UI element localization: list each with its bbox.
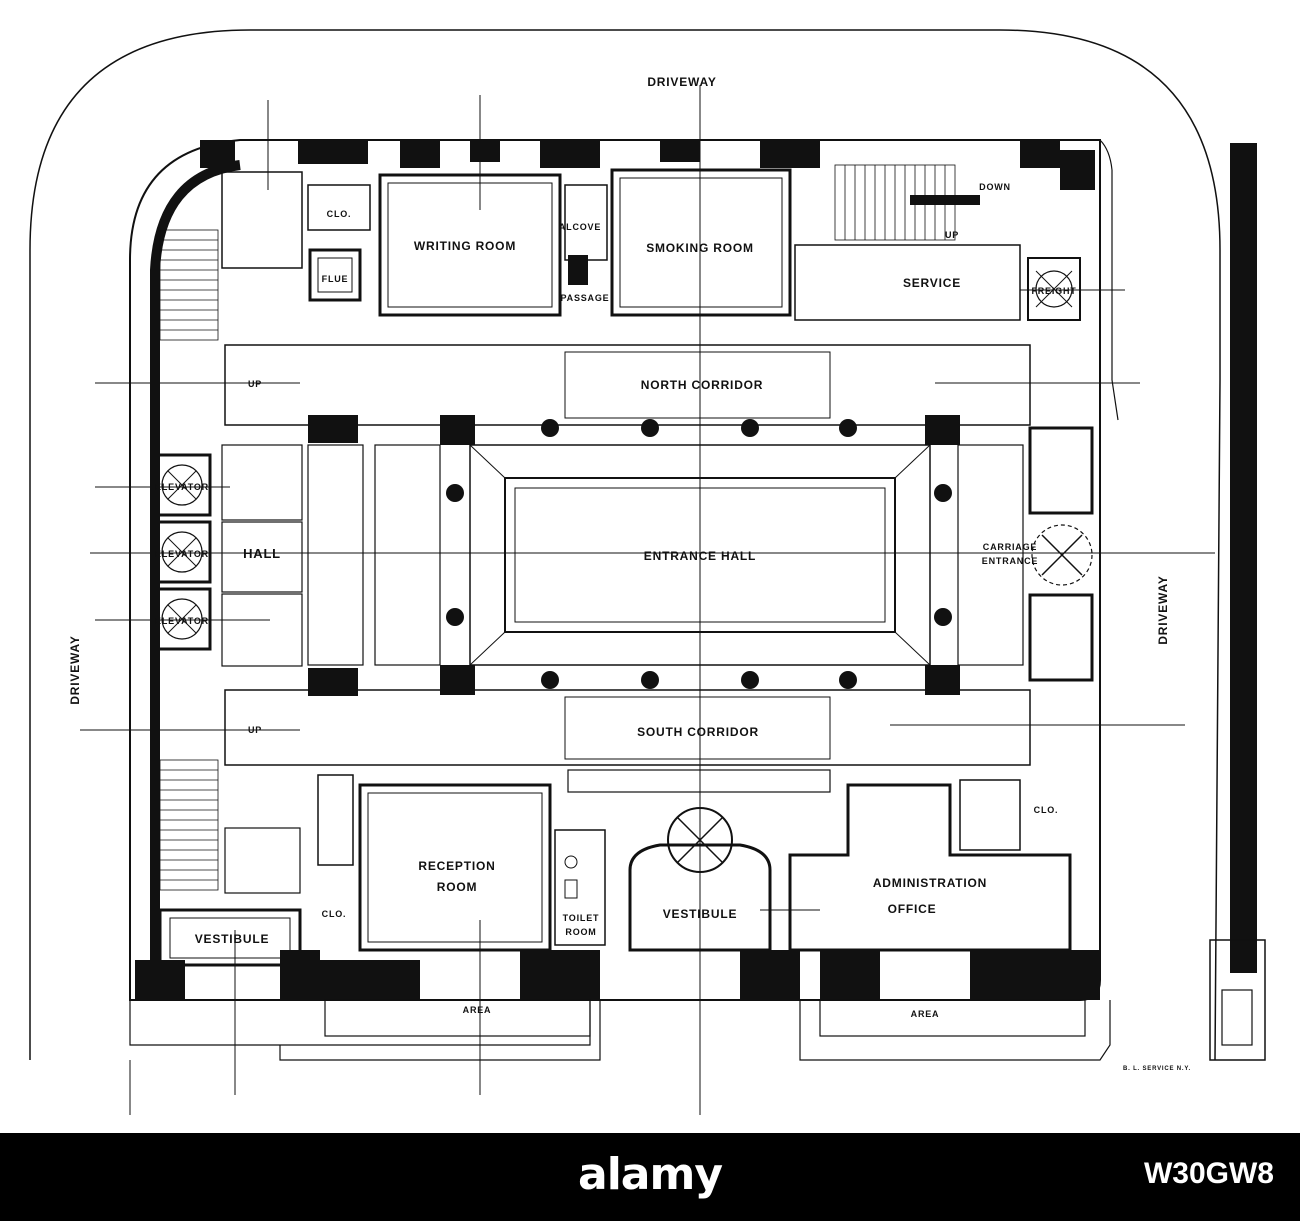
carriage-bay-north — [1028, 426, 1094, 515]
label-carriage: CARRIAGE — [983, 542, 1037, 552]
label-south-corridor: SOUTH CORRIDOR — [637, 725, 759, 739]
room-service — [794, 244, 1021, 321]
label-area-left: AREA — [463, 1005, 492, 1015]
label-elevator-3: ELEVATOR — [155, 616, 209, 626]
east-wall-strip — [1230, 143, 1257, 973]
label-reception-line1: RECEPTION — [418, 859, 495, 873]
room-flue — [308, 248, 362, 302]
room-toilet — [554, 829, 606, 946]
label-alcove: ALCOVE — [559, 222, 601, 232]
north-wall — [200, 140, 1095, 190]
label-reception-line2: ROOM — [437, 880, 478, 894]
south-corridor — [224, 689, 1031, 766]
watermark-footer: alamy W30GW8 — [0, 1133, 1300, 1221]
elevator-bank — [153, 453, 212, 651]
west-stairs-south — [159, 759, 219, 891]
property-boundary — [29, 29, 1221, 1061]
label-clo-1: CLO. — [327, 209, 352, 219]
label-elevator-2: ELEVATOR — [155, 549, 209, 559]
west-stairs-north — [159, 229, 219, 341]
label-elevator-1: ELEVATOR — [155, 482, 209, 492]
label-entrance: ENTRANCE — [982, 556, 1038, 566]
label-administration-line2: OFFICE — [888, 902, 937, 916]
section-lines — [80, 85, 1215, 1115]
label-driveway-top: DRIVEWAY — [647, 75, 716, 89]
room-clo-south — [317, 774, 354, 866]
label-administration-line1: ADMINISTRATION — [873, 876, 987, 890]
label-north-corridor: NORTH CORRIDOR — [641, 378, 764, 392]
building-outline — [129, 139, 1101, 1001]
label-writing-room: WRITING ROOM — [414, 239, 516, 253]
west-hall — [221, 444, 441, 667]
label-vestibule-west: VESTIBULE — [195, 932, 270, 946]
freight-elevator-shaft — [1027, 257, 1081, 321]
carriage-bay-south — [1028, 593, 1094, 682]
label-up-south: UP — [248, 725, 262, 735]
room-writing — [378, 173, 562, 317]
label-clo-3: CLO. — [1034, 805, 1059, 815]
label-up-north: UP — [248, 379, 262, 389]
freight-elevator-cab — [1035, 270, 1073, 308]
room-clo-north — [307, 184, 371, 231]
vestibule-center — [628, 843, 772, 952]
label-entrance-hall: ENTRANCE HALL — [644, 549, 756, 563]
label-freight: FREIGHT — [1031, 286, 1076, 296]
label-passage: PASSAGE — [561, 293, 610, 303]
label-hall: HALL — [243, 546, 281, 561]
label-area-right: AREA — [911, 1009, 940, 1019]
image-code: W30GW8 — [1143, 1157, 1274, 1190]
label-toilet-line1: TOILET — [563, 913, 600, 923]
alamy-logo: alamy — [578, 1149, 723, 1200]
label-up-service: UP — [945, 230, 959, 240]
east-wall-footing — [1209, 939, 1266, 1061]
room-reception — [358, 783, 552, 952]
room-smoking — [610, 168, 792, 317]
room-nw-store — [221, 171, 303, 269]
label-driveway-right: DRIVEWAY — [1156, 575, 1170, 644]
south-areaway — [129, 999, 1111, 1061]
label-driveway-left: DRIVEWAY — [68, 635, 82, 704]
label-down: DOWN — [979, 182, 1011, 192]
label-flue: FLUE — [322, 274, 349, 284]
north-corridor — [224, 344, 1031, 426]
label-service: SERVICE — [903, 276, 961, 290]
vestibule-west — [158, 908, 302, 967]
carriage-turntable — [1031, 524, 1093, 586]
label-vestibule-center: VESTIBULE — [663, 907, 738, 921]
corridor-columns — [308, 415, 960, 696]
room-administration — [788, 783, 1072, 952]
label-toilet-line2: ROOM — [565, 927, 596, 937]
inner-boundary — [1099, 139, 1119, 421]
label-clo-2: CLO. — [322, 909, 347, 919]
floor-plan-area: DRIVEWAY DRIVEWAY DRIVEWAY CLO. FLUE WRI… — [29, 29, 1266, 1115]
label-smoking-room: SMOKING ROOM — [646, 241, 754, 255]
label-engraver-credit: B. L. SERVICE N.Y. — [1123, 1066, 1191, 1072]
room-clo-east — [959, 779, 1021, 851]
floor-plan: DRIVEWAY DRIVEWAY DRIVEWAY CLO. FLUE WRI… — [29, 29, 1266, 1115]
